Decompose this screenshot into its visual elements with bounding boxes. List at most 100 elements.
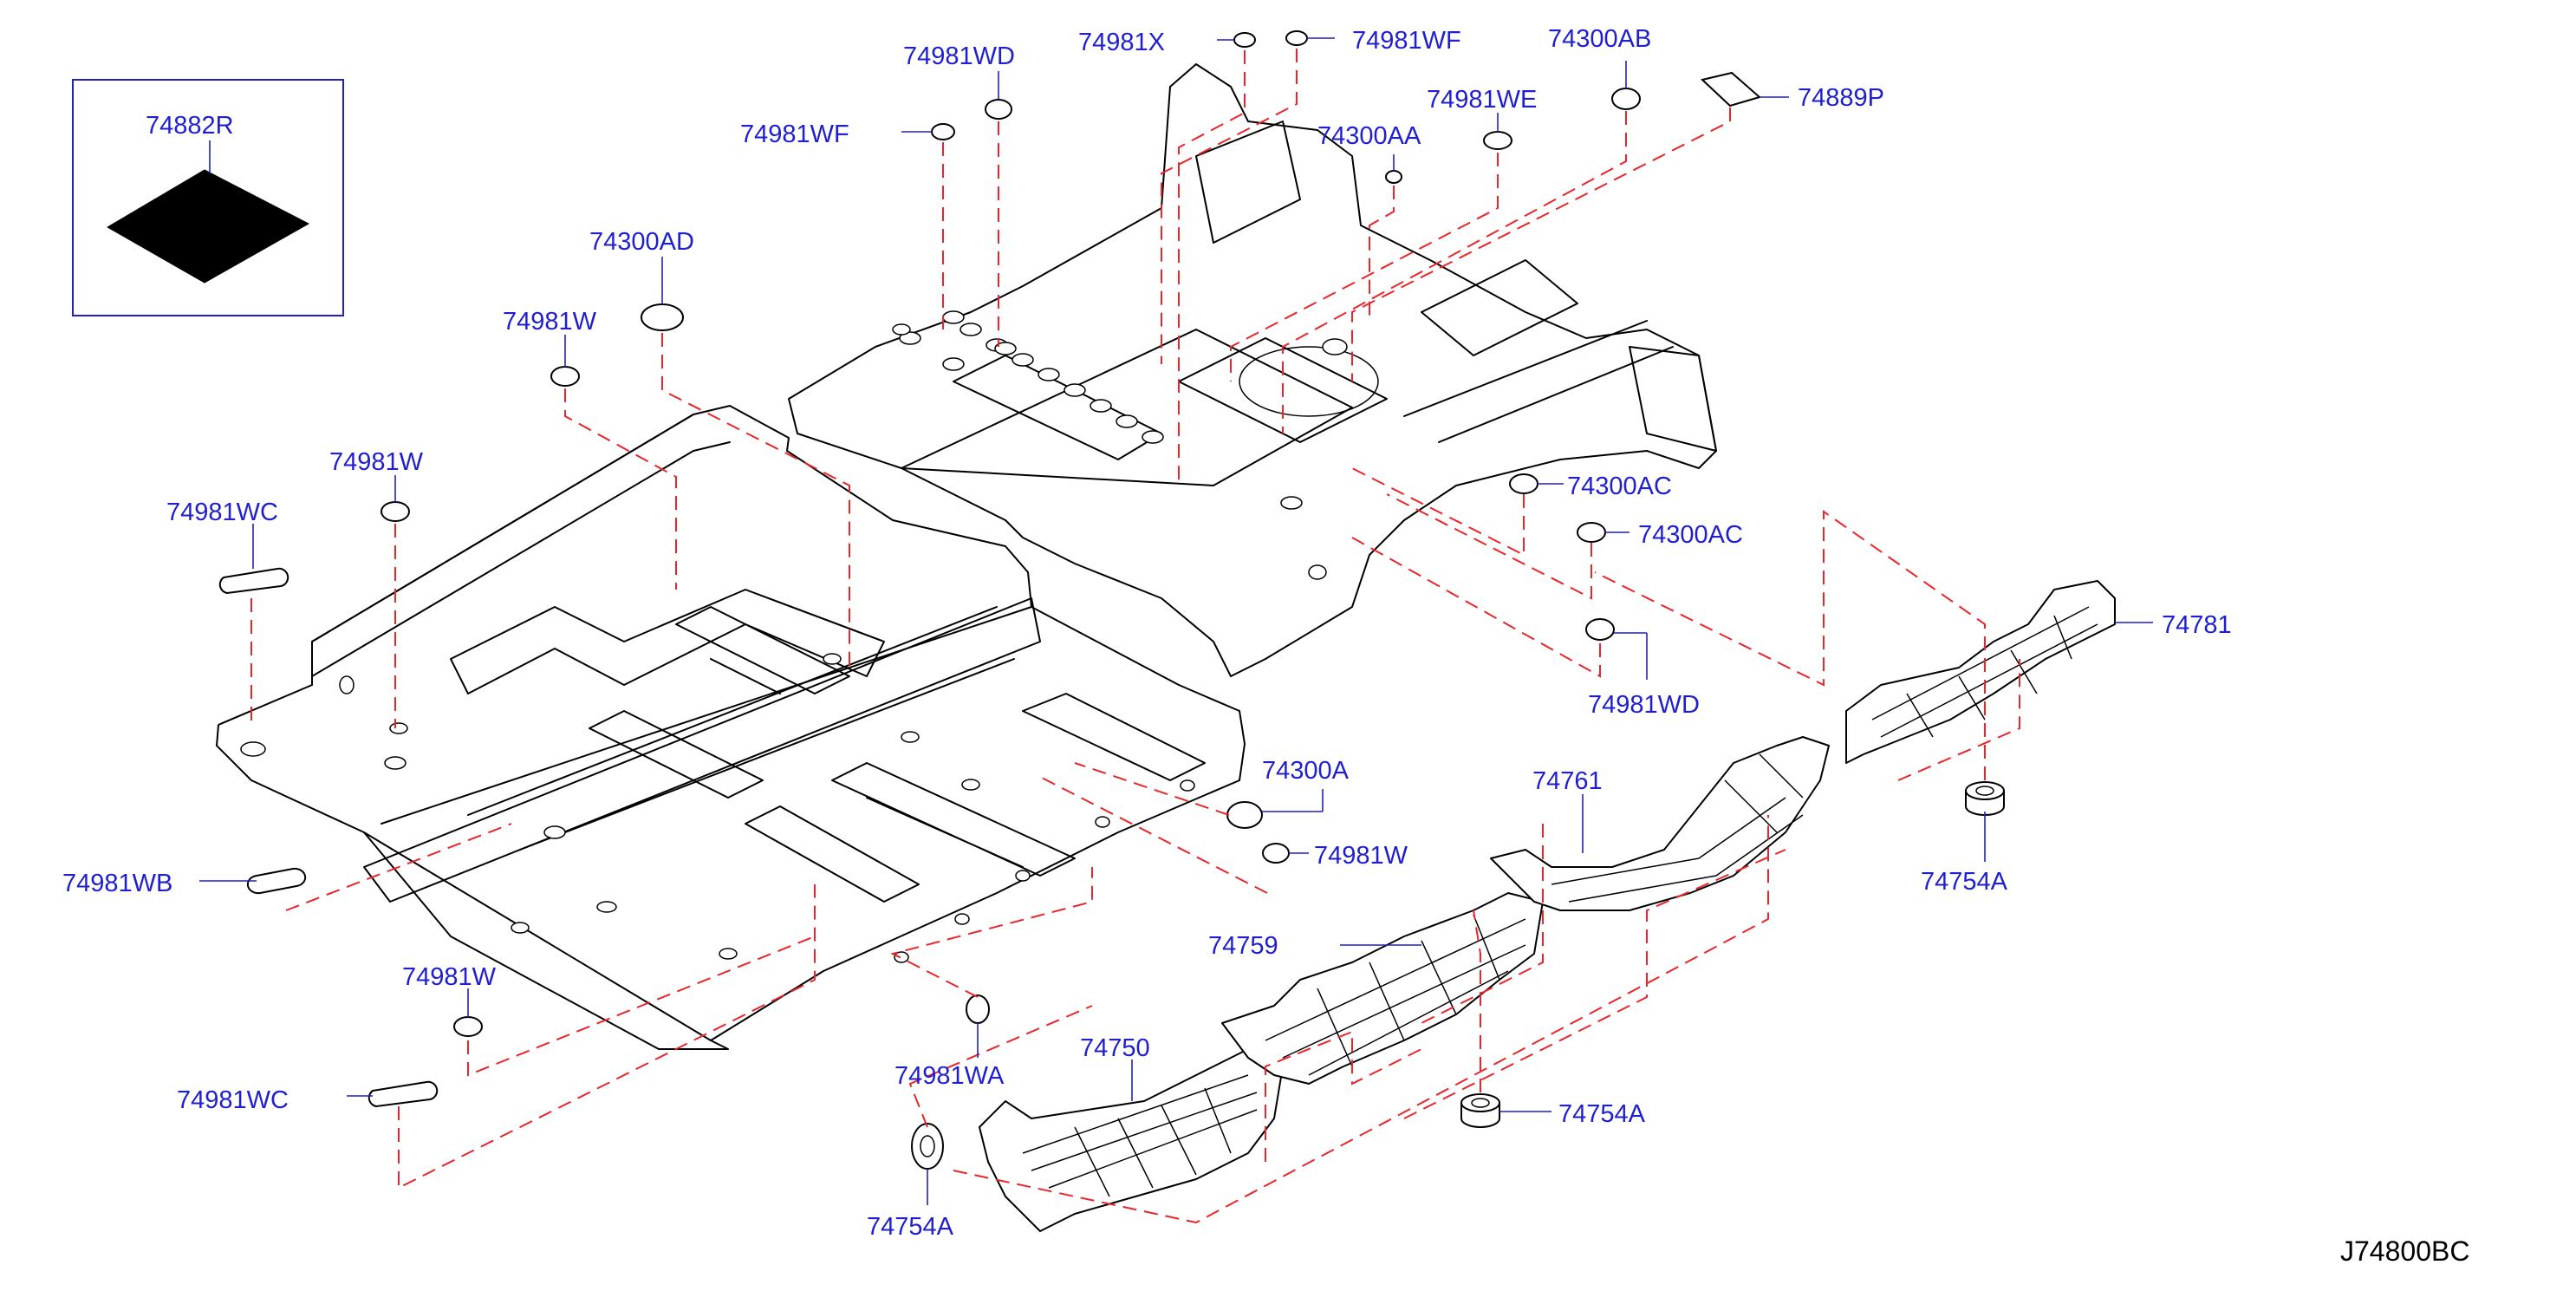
plug-74981WD-top[interactable] [985, 99, 1012, 120]
callout-labels: 74882R 74981WD 74981X 74981WF 74300AB 74… [62, 25, 2232, 1241]
rear-floor-panel[interactable] [788, 63, 1717, 677]
label-74981WE: 74981WE [1427, 86, 1537, 114]
reference-lines [250, 49, 2020, 1224]
insulator-74761-body [1490, 736, 1830, 911]
plug-74981X[interactable] [1233, 32, 1256, 48]
floor-holes [240, 653, 1195, 963]
tunnel-rear-cover [1195, 121, 1301, 244]
insulator-74759-cross-ribs [1317, 914, 1500, 1067]
center-tunnel [363, 597, 1041, 903]
rear-floor-pan [901, 329, 1353, 486]
insulator-74750-ribs [1022, 1074, 1258, 1189]
label-74981W-4: 74981W [402, 963, 497, 991]
pad-74889P[interactable] [1700, 71, 1762, 108]
clip-74754A-right[interactable] [1965, 781, 2005, 816]
label-74981WF-top: 74981WF [1352, 27, 1461, 55]
plug-74981WE[interactable] [1483, 131, 1512, 150]
insulator-74781-body [1845, 580, 2116, 764]
label-74300AC-1: 74300AC [1567, 473, 1672, 500]
label-74981WD-right: 74981WD [1588, 691, 1700, 719]
drawing-code: J74800BC [2340, 1236, 2469, 1267]
plug-74981WC-top[interactable] [218, 567, 289, 595]
rear-pan-dimples [892, 310, 1327, 580]
insulator-74759[interactable] [1221, 892, 1544, 1085]
clip-74754A-bottom[interactable] [911, 1123, 944, 1170]
spare-tire-well [1178, 337, 1388, 443]
label-74981W-2: 74981W [329, 448, 424, 476]
label-74981WC-bottom: 74981WC [177, 1086, 289, 1114]
plug-74981WF-left[interactable] [931, 123, 955, 140]
label-74300AB: 74300AB [1548, 25, 1651, 53]
plug-74300A[interactable] [1226, 801, 1263, 829]
insulator-74781-ribs [1871, 606, 2098, 738]
left-sill [311, 414, 731, 686]
plug-74981WD-right[interactable] [1585, 618, 1615, 641]
insulator-74759-ribs [1265, 918, 1526, 1076]
sheet-74882R[interactable] [107, 169, 310, 284]
rear-rail-lines [1403, 320, 1674, 443]
floor-pan-bead [589, 710, 764, 799]
insulator-74761-cross-ribs [1724, 753, 1804, 833]
label-74981WA: 74981WA [894, 1062, 1005, 1090]
seat-bracket-rear [745, 805, 920, 903]
label-74759: 74759 [1208, 932, 1278, 960]
label-74981WF-left: 74981WF [740, 121, 849, 148]
label-74300AD: 74300AD [589, 228, 694, 256]
insulator-74750-cross-ribs [1074, 1087, 1232, 1197]
label-74981W-1: 74981W [503, 308, 597, 336]
insulator-74781-cross-ribs [1906, 615, 2072, 738]
front-floor-panel[interactable] [216, 405, 1246, 1050]
plug-74981WC-bottom[interactable] [368, 1080, 439, 1108]
label-74981WB: 74981WB [62, 870, 172, 897]
label-74300AC-2: 74300AC [1638, 521, 1743, 549]
plug-74981W-3[interactable] [1262, 843, 1290, 864]
rear-floor-bead [1022, 693, 1206, 781]
tunnel-ribs [467, 606, 1015, 851]
insulator-74761-ribs [1551, 797, 1804, 903]
inset-frame [72, 79, 344, 316]
label-74981X: 74981X [1078, 29, 1165, 56]
plug-74981W-1[interactable] [550, 366, 580, 387]
label-74300AA: 74300AA [1317, 122, 1421, 150]
label-74300A: 74300A [1262, 757, 1350, 785]
label-74882R: 74882R [146, 112, 234, 140]
label-74754A-bottom: 74754A [867, 1213, 954, 1241]
plugs [218, 30, 1762, 1108]
label-74889P: 74889P [1798, 84, 1884, 112]
insulator-74761[interactable] [1490, 736, 1830, 911]
floor-panel-outline [216, 405, 1246, 1050]
plug-74981WA[interactable] [966, 994, 990, 1024]
plug-74300AB[interactable] [1611, 88, 1641, 110]
seat-bracket-front [675, 606, 850, 694]
spare-well-hole [1322, 338, 1348, 355]
insulator-74750-body [979, 1048, 1284, 1232]
plug-74300AC-1[interactable] [1509, 473, 1538, 494]
label-74981WC-top: 74981WC [166, 499, 278, 526]
clip-74754A-mid[interactable] [1460, 1093, 1500, 1128]
plug-74981WF-top[interactable] [1285, 30, 1308, 46]
label-74754A-right: 74754A [1921, 868, 2008, 896]
plug-74981W-4[interactable] [453, 1016, 483, 1037]
label-74981WD-top: 74981WD [903, 42, 1015, 70]
inset-box [72, 79, 344, 316]
plug-74981W-2[interactable] [381, 501, 410, 522]
plug-74300AA[interactable] [1385, 170, 1402, 184]
insulator-74759-body [1221, 892, 1544, 1085]
label-74761: 74761 [1532, 767, 1603, 795]
front-cross-member [450, 589, 885, 694]
insulator-74781[interactable] [1845, 580, 2116, 764]
label-74781: 74781 [2162, 611, 2232, 639]
spare-well-circle [1239, 346, 1379, 417]
plug-74300AC-2[interactable] [1577, 522, 1606, 543]
insulator-74750[interactable] [979, 1048, 1284, 1232]
label-74981W-3: 74981W [1314, 842, 1408, 870]
rear-cross-member [831, 762, 1076, 877]
rear-end-panel [1629, 346, 1717, 452]
sill-lines [363, 606, 1032, 1041]
plug-74300AD[interactable] [641, 303, 684, 331]
label-74750: 74750 [1080, 1034, 1150, 1062]
leader-lines [199, 37, 2153, 1205]
label-74754A-mid: 74754A [1558, 1100, 1646, 1128]
